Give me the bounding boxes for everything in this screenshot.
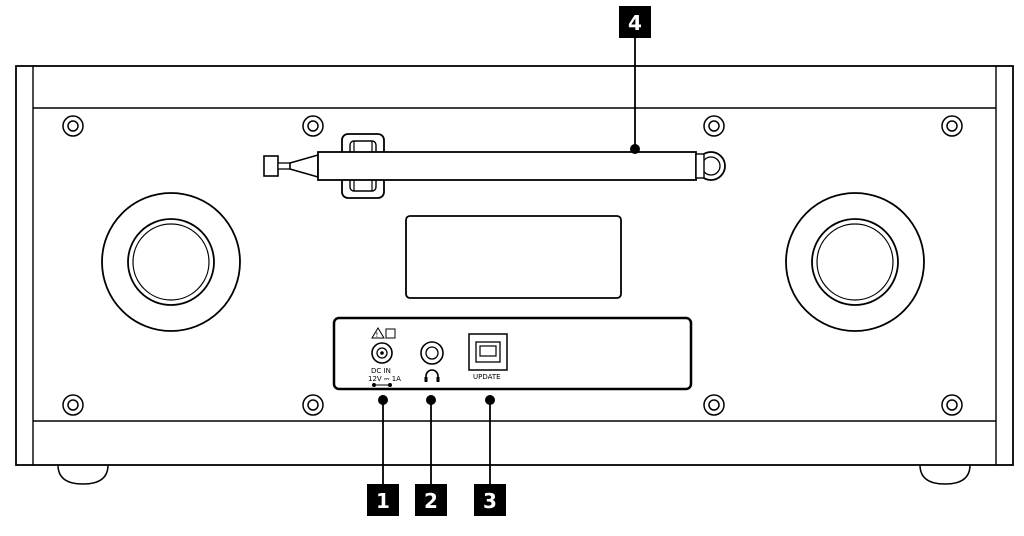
headphone-jack xyxy=(420,341,444,382)
svg-text:!: ! xyxy=(376,331,379,339)
screw xyxy=(62,394,84,416)
left-foot xyxy=(57,464,109,485)
svg-text:4: 4 xyxy=(628,11,642,35)
leader-4 xyxy=(630,37,640,154)
callout-2: 2 xyxy=(415,484,447,516)
svg-text:2: 2 xyxy=(424,489,438,513)
update-label: UPDATE xyxy=(473,373,501,381)
dc-rating-label: 12V ⎓ 1A xyxy=(368,375,401,383)
screw xyxy=(62,115,84,137)
headphones-icon xyxy=(424,369,440,382)
callout-1: 1 xyxy=(367,484,399,516)
screw xyxy=(941,394,963,416)
screw xyxy=(703,394,725,416)
svg-text:3: 3 xyxy=(483,489,497,513)
left-bass-port xyxy=(101,192,241,332)
screw xyxy=(941,115,963,137)
warning-icon: ! xyxy=(371,327,396,339)
screw xyxy=(703,115,725,137)
leader-1 xyxy=(378,395,388,484)
usb-update-port: UPDATE xyxy=(468,333,508,381)
right-bass-port xyxy=(785,192,925,332)
connector-panel xyxy=(332,316,693,391)
svg-text:1: 1 xyxy=(376,489,390,513)
callout-3: 3 xyxy=(474,484,506,516)
screw xyxy=(302,394,324,416)
dc-in-socket: ! DC IN 12V ⎓ 1A xyxy=(368,327,401,387)
label-recess xyxy=(405,215,622,299)
leader-2 xyxy=(426,395,436,484)
callout-4: 4 xyxy=(619,6,651,38)
leader-3 xyxy=(485,395,495,484)
screw xyxy=(302,115,324,137)
right-foot xyxy=(919,464,971,485)
polarity-icon xyxy=(372,383,392,387)
dc-in-label: DC IN xyxy=(371,367,391,375)
telescopic-antenna xyxy=(263,151,726,181)
